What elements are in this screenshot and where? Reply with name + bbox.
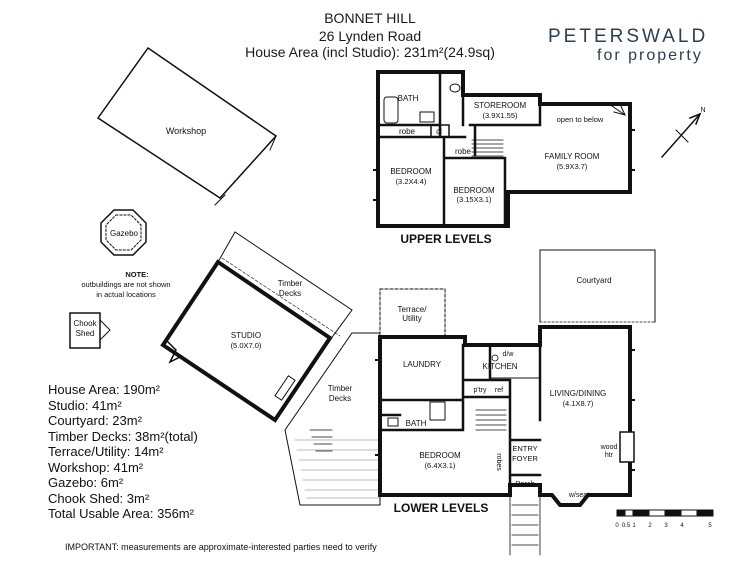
upper-level-plan [373,70,635,228]
label-north: N [700,107,705,114]
label-chook-1: Chook [73,319,97,328]
scale-bar [616,509,714,517]
label-bedroom-lower: BEDROOM [419,451,461,460]
label-robe-1: robe [399,127,416,136]
label-wood-1: wood [600,444,618,451]
scale-tick-0-5: 0.5 [622,523,631,529]
label-laundry: LAUNDRY [403,360,442,369]
label-chook-2: Shed [76,329,95,338]
label-bedroom-upper-1: BEDROOM [390,167,432,176]
label-bath-upper: BATH [398,94,419,103]
stat-courtyard: Courtyard: 23m² [48,413,142,428]
property-title: BONNET HILL [324,10,416,26]
gazebo-outline [100,209,147,256]
scale-tick-0: 0 [615,523,619,529]
label-timber-decks-2b: Decks [329,394,351,403]
label-studio-dim: (5.0X7.0) [231,341,262,350]
brand-logo-name: PETERSWALD [548,26,709,47]
label-family-room: FAMILY ROOM [545,152,600,161]
workshop-outline [96,46,278,199]
label-entry-2: FOYER [512,454,538,463]
property-address: 26 Lynden Road [318,28,422,44]
label-wood-2: htr [605,452,614,459]
label-gazebo: Gazebo [110,229,139,238]
stat-house-area: House Area: 190m² [48,382,161,397]
label-entry-1: ENTRY [512,444,537,453]
label-family-room-dim: (5.9X3.7) [557,162,588,171]
stat-total-area: Total Usable Area: 356m² [48,506,194,521]
label-bedroom-upper-2-dim: (3.15X3.1) [456,195,492,204]
scale-tick-4: 4 [680,523,684,529]
label-timber-decks-2a: Timber [328,384,353,393]
timber-decks-lower [284,332,381,506]
lower-level-plan [375,325,635,556]
stat-chook-shed: Chook Shed: 3m² [48,490,150,506]
label-timber-decks-1a: Timber [278,279,303,288]
chook-shed-outline [69,312,101,349]
label-cl: cl [436,127,442,136]
label-living: LIVING/DINING [550,389,606,398]
label-open-to-below: open to below [557,115,604,124]
label-wseat: w/seat [568,492,589,499]
label-porch: Porch [515,479,535,488]
label-ptry: p'try [473,387,487,394]
label-living-dim: (4.1X8.7) [563,399,594,408]
stat-timber-decks: Timber Decks: 38m²(total) [48,428,198,444]
label-note-title: NOTE: [125,270,148,279]
label-terrace-2: Utility [402,314,422,323]
label-note-line2: in actual locations [96,290,156,299]
label-bedroom-upper-2: BEDROOM [453,186,495,195]
stat-gazebo: Gazebo: 6m² [48,475,124,490]
label-timber-decks-1b: Decks [279,289,301,298]
label-robe-2: robe [455,147,472,156]
studio-plan [160,231,353,423]
stat-workshop: Workshop: 41m² [48,459,144,475]
disclaimer: IMPORTANT: measurements are approximate-… [65,542,377,552]
label-workshop: Workshop [166,126,206,136]
label-studio: STUDIO [231,331,261,340]
stat-terrace: Terrace/Utility: 14m² [48,444,164,459]
label-lower-levels: LOWER LEVELS [394,501,489,515]
label-kitchen: KITCHEN [482,362,517,371]
label-robes: robes [495,453,502,471]
label-note-line1: outbuildings are not shown [81,280,170,289]
label-bath-lower: BATH [406,419,427,428]
label-upper-levels: UPPER LEVELS [400,232,491,246]
label-storeroom-dim: (3.9X1.55) [482,111,518,120]
scale-tick-2: 2 [648,523,652,529]
area-summary: House Area: 190m² Studio: 41m² Courtyard… [48,382,198,522]
scale-tick-5: 5 [708,523,712,529]
brand-logo-tagline: for property [597,47,703,64]
scale-tick-1: 1 [632,523,636,529]
stat-studio: Studio: 41m² [48,397,122,413]
house-area-line: House Area (incl Studio): 231m²(24.9sq) [245,44,495,60]
scale-tick-3: 3 [664,523,668,529]
label-terrace-1: Terrace/ [398,305,428,314]
label-courtyard: Courtyard [576,276,611,285]
courtyard-outline [539,249,656,323]
label-bedroom-lower-dim: (6.4X3.1) [425,461,456,470]
label-dw: d/w [503,351,515,358]
north-arrow [660,112,702,159]
label-storeroom: STOREROOM [474,101,527,110]
label-bedroom-upper-1-dim: (3.2X4.4) [396,177,427,186]
label-ref: ref [495,387,503,394]
